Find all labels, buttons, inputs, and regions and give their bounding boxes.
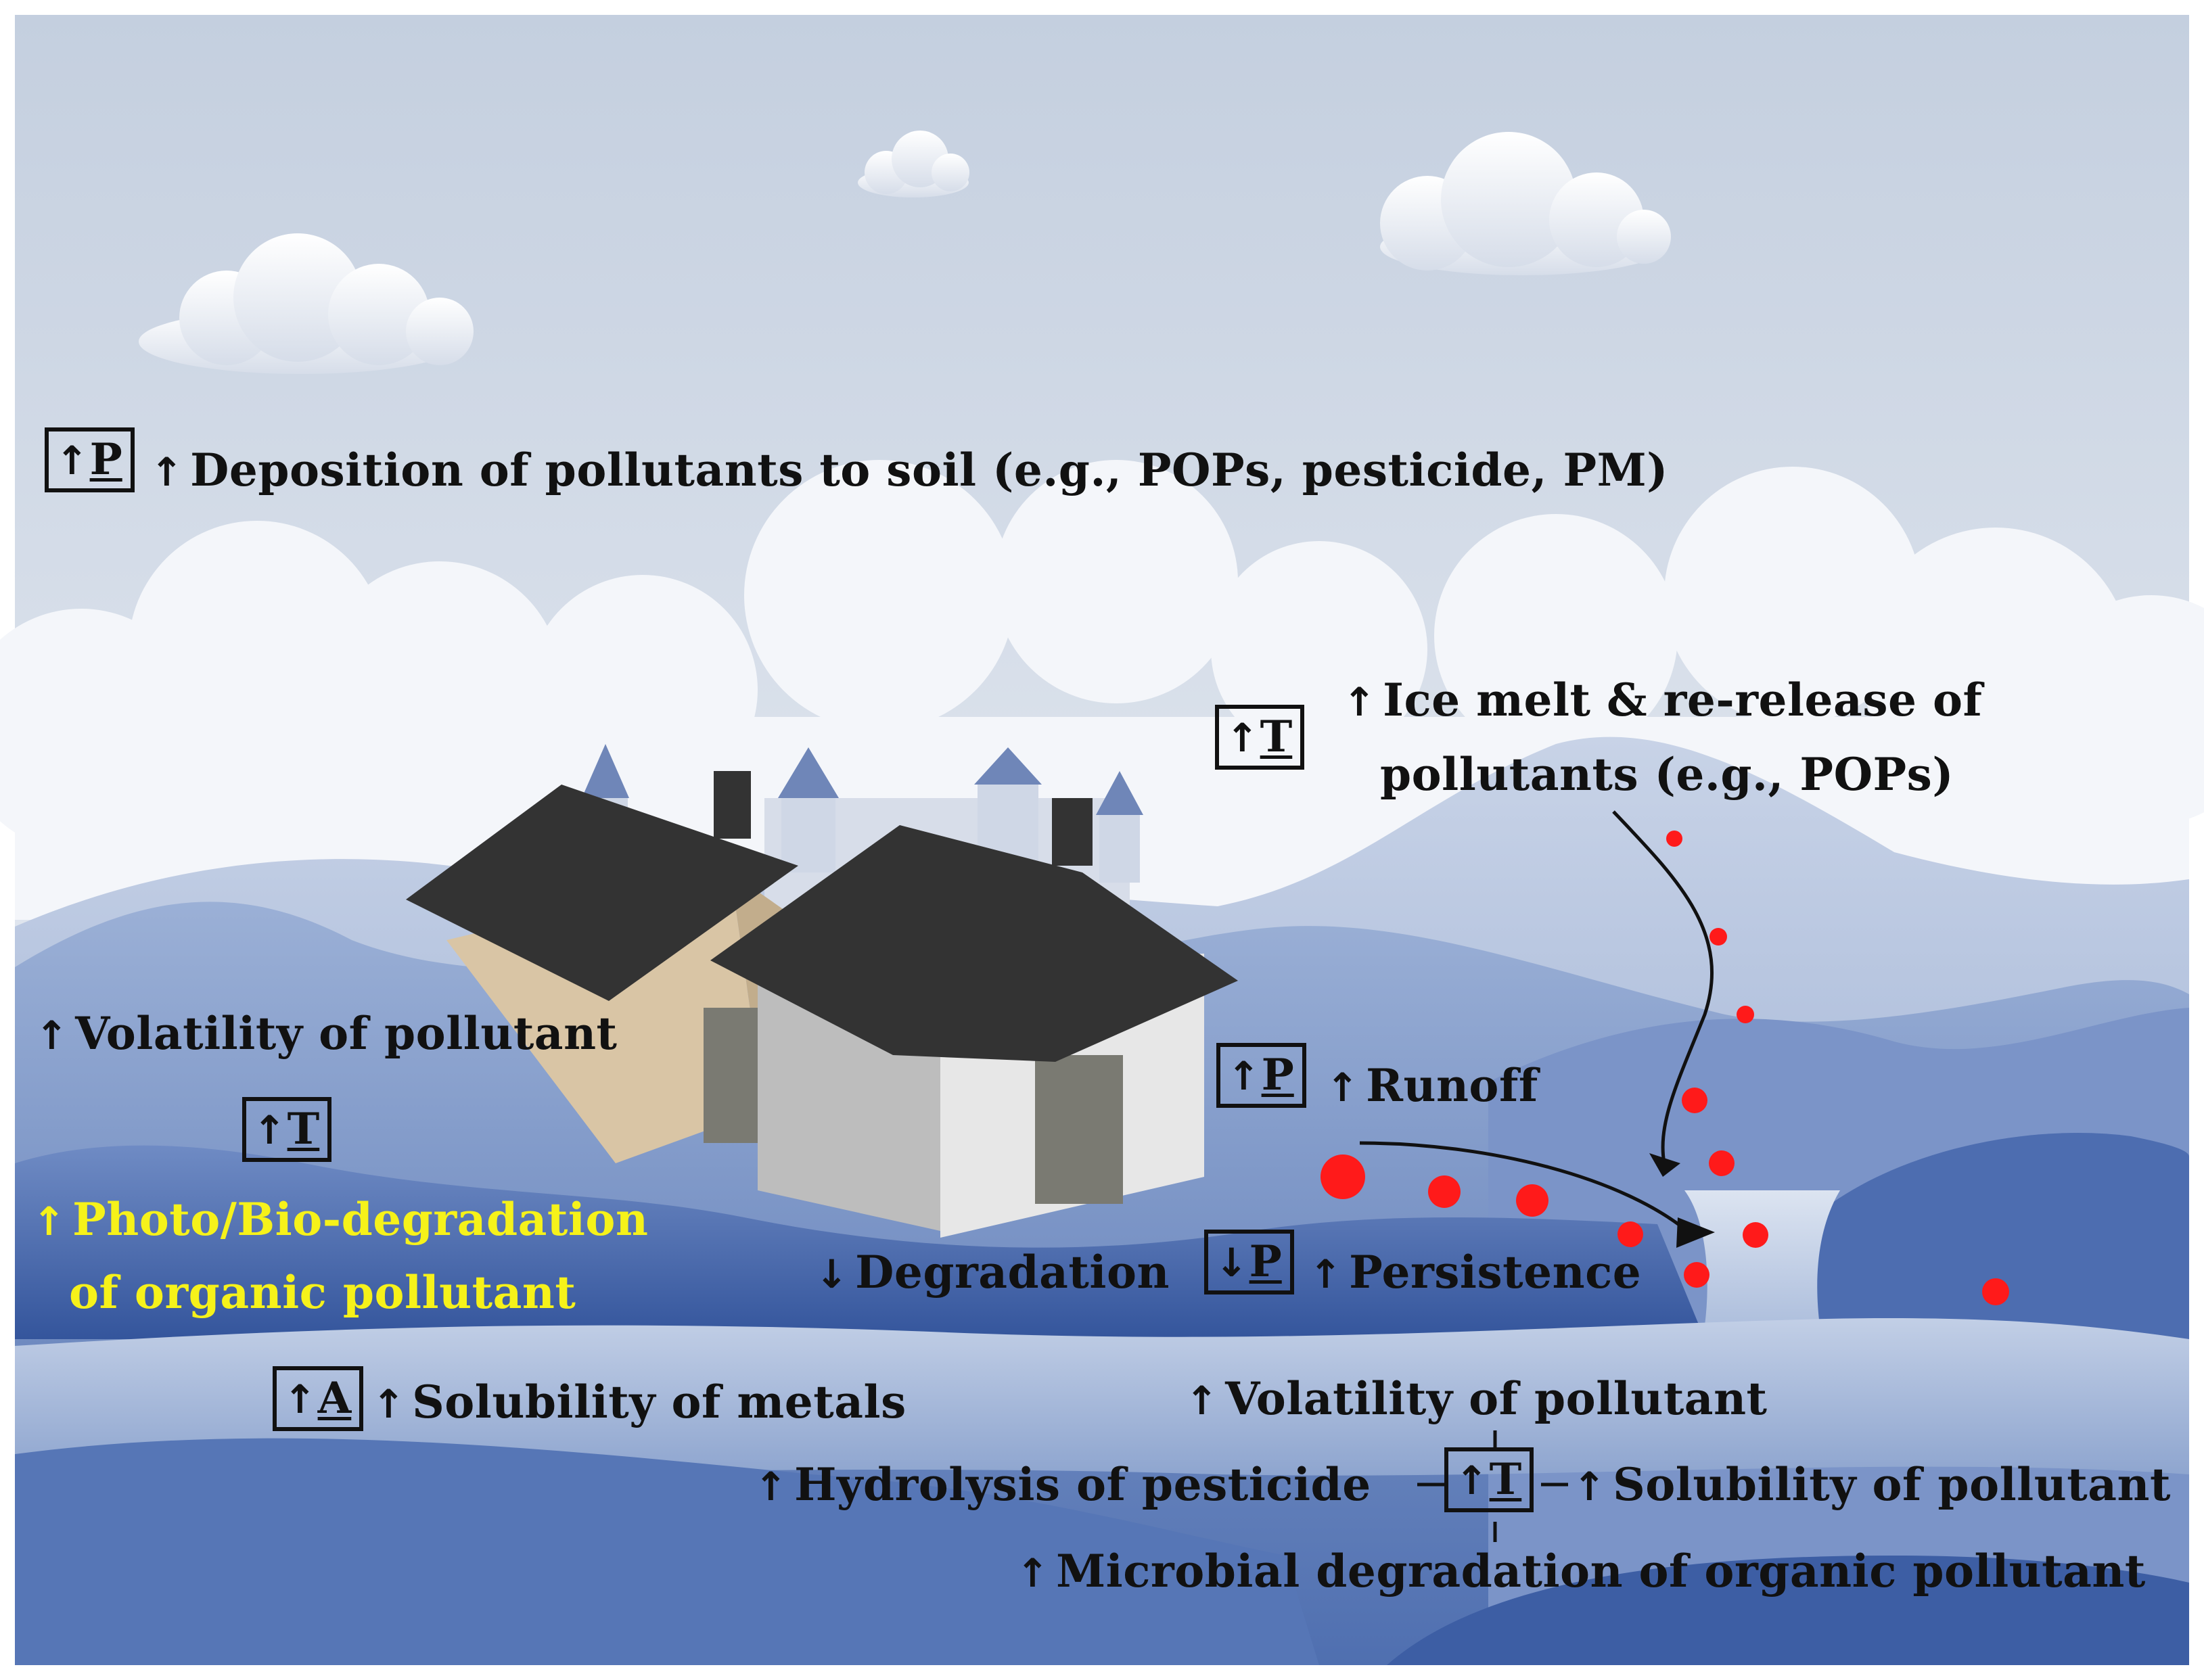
pollutant-dot (1737, 1006, 1754, 1023)
degradation-label: ↓Degradation (815, 1246, 1170, 1299)
right-dark-hill (1813, 1133, 2189, 1353)
solubility-pollutant-label: ↑Solubility of pollutant (1573, 1458, 2171, 1511)
down-arrow-icon: ↓ (1215, 1240, 1248, 1286)
pollutant-dot (1709, 928, 1727, 946)
persistence-label: ↑Persistence (1309, 1246, 1642, 1299)
t-box-connectors (1417, 1430, 1568, 1542)
volatility-bottom-label: ↑Volatility of pollutant (1185, 1372, 1768, 1425)
volatility-left-label: ↑Volatility of pollutant (35, 1007, 618, 1060)
pollutant-dots (1321, 831, 2009, 1305)
front-band (15, 1318, 2189, 1476)
pollutant-dot (1321, 1154, 1365, 1199)
ice-melt-label-line1: ↑Ice melt & re-release of (1343, 674, 1983, 726)
solubility-metals-label: ↑Solubility of metals (372, 1376, 906, 1428)
up-arrow-icon: ↑ (1309, 1251, 1343, 1297)
up-arrow-icon: ↑ (1226, 715, 1259, 761)
down-arrow-icon: ↓ (815, 1251, 849, 1297)
bottom-right-hill (1387, 1556, 2189, 1665)
pollutant-dot (1982, 1278, 2009, 1305)
up-arrow-icon: ↑ (1326, 1065, 1360, 1111)
runoff-arrowhead (1676, 1217, 1715, 1248)
up-arrow-icon: ↑ (35, 1012, 69, 1058)
ice-melt-label-line2: pollutants (e.g., POPs) (1380, 748, 1954, 801)
precipitation-box-runoff: ↑P (1216, 1043, 1306, 1108)
up-arrow-icon: ↑ (283, 1376, 317, 1422)
cloud-left (139, 233, 474, 374)
precipitation-box-top: ↑P (45, 427, 135, 492)
temperature-box-ice: ↑T (1215, 705, 1305, 770)
up-arrow-icon: ↑ (1016, 1550, 1050, 1596)
temperature-box-left: ↑T (242, 1097, 332, 1162)
pollutant-dot (1684, 1262, 1709, 1288)
pollutant-dot (1682, 1088, 1707, 1113)
runoff-flow-arrow (1359, 1141, 1693, 1236)
ice-melt-flow-arrow (1612, 810, 1714, 1164)
up-arrow-icon: ↑ (1185, 1378, 1219, 1424)
up-arrow-icon: ↑ (1343, 679, 1377, 725)
acidity-box: ↑A (273, 1366, 364, 1431)
up-arrow-icon: ↑ (150, 449, 184, 495)
up-arrow-icon: ↑ (253, 1107, 286, 1153)
pollutant-dot (1743, 1222, 1768, 1248)
photo-bio-label-line1: ↑Photo/Bio-degradation (32, 1193, 649, 1246)
pollutant-dot (1516, 1184, 1548, 1217)
bottom-hills (15, 1438, 1319, 1665)
cloud-middle (858, 131, 969, 197)
photo-bio-label-line2: of organic pollutant (69, 1266, 576, 1319)
pollutant-dot (1666, 831, 1682, 847)
up-arrow-icon: ↑ (754, 1464, 788, 1510)
temperature-box-bottom: ↑T (1444, 1447, 1534, 1512)
pollutant-dot (1617, 1221, 1643, 1247)
cloud-right (1380, 132, 1671, 275)
stream (1684, 1190, 1840, 1326)
deposition-label: ↑Deposition of pollutants to soil (e.g.,… (150, 444, 1668, 496)
up-arrow-icon: ↑ (1455, 1457, 1488, 1503)
runoff-label: ↑Runoff (1326, 1059, 1538, 1112)
pollutant-dot (1428, 1175, 1461, 1208)
house-front (710, 798, 1238, 1238)
hydrolysis-label: ↑Hydrolysis of pesticide (754, 1458, 1371, 1511)
flow-arrows (1359, 810, 1714, 1236)
up-arrow-icon: ↑ (1573, 1464, 1607, 1510)
up-arrow-icon: ↑ (372, 1381, 406, 1427)
up-arrow-icon: ↑ (55, 438, 89, 484)
up-arrow-icon: ↑ (1227, 1053, 1260, 1099)
precipitation-box-persistence: ↓P (1204, 1230, 1294, 1294)
microbial-label: ↑Microbial degradation of organic pollut… (1016, 1545, 2146, 1597)
up-arrow-icon: ↑ (32, 1198, 66, 1244)
ice-melt-arrowhead (1649, 1153, 1680, 1177)
pollutant-dot (1709, 1150, 1735, 1176)
